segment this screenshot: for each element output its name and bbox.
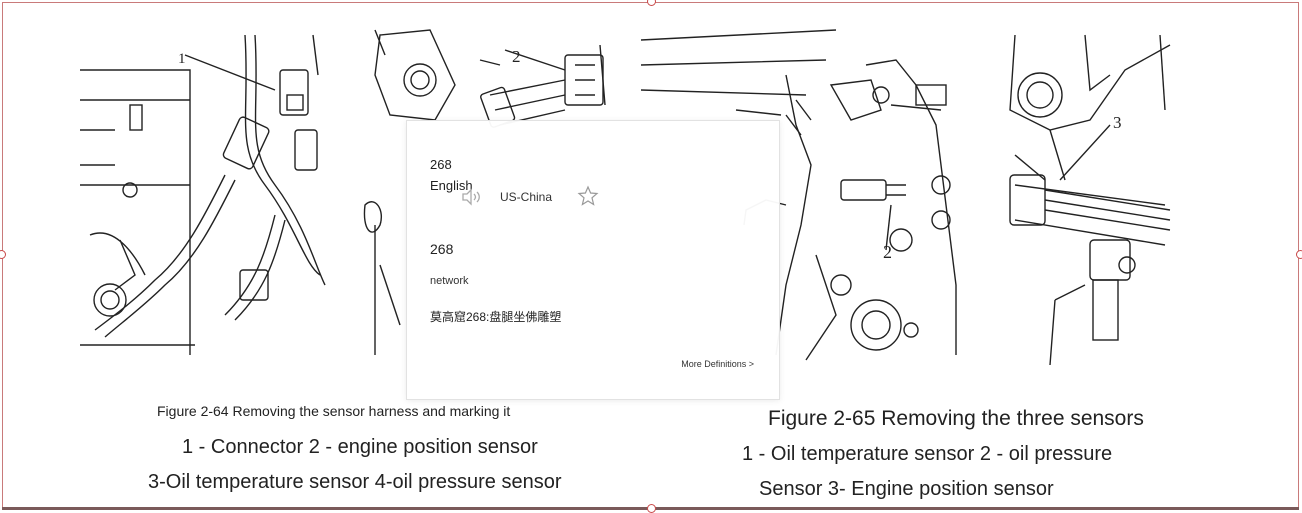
engine-block-illustration: 2 — [636, 25, 966, 370]
resize-handle-left[interactable] — [0, 250, 6, 259]
popup-example: 莫高窟268:盘腿坐佛雕塑 — [430, 310, 562, 324]
figure-2-64-legend-line-2: 3-Oil temperature sensor 4-oil pressure … — [148, 471, 562, 493]
popup-word: 268 — [430, 157, 452, 172]
figure-2-65-legend-line-2: Sensor 3- Engine position sensor — [759, 478, 1054, 500]
resize-handle-top[interactable] — [647, 0, 656, 6]
callout-2: 2 — [512, 47, 521, 66]
callout-2-right: 2 — [883, 242, 892, 262]
dictionary-popup: 268 English US-China 268 network 莫高窟268:… — [406, 120, 780, 400]
popup-term: 268 — [430, 241, 454, 257]
callout-1: 1 — [178, 51, 186, 67]
figure-2-65-caption: Figure 2-65 Removing the three sensors — [768, 407, 1144, 430]
resize-handle-bottom[interactable] — [647, 504, 656, 513]
resize-handle-right[interactable] — [1296, 250, 1302, 259]
speaker-icon[interactable] — [460, 187, 484, 207]
engine-harness-illustration: 1 — [75, 15, 330, 360]
connector-bracket-illustration: 2 — [360, 25, 610, 365]
popup-part-of-speech: network — [430, 275, 469, 287]
popup-language: English — [430, 178, 473, 193]
figure-2-64-legend-line-1: 1 - Connector 2 - engine position sensor — [182, 436, 538, 458]
sensor-mount-illustration: 3 — [995, 30, 1175, 370]
figure-2-65-legend-line-1: 1 - Oil temperature sensor 2 - oil press… — [742, 443, 1113, 465]
callout-3: 3 — [1113, 113, 1122, 132]
star-icon[interactable] — [577, 185, 599, 207]
more-definitions-link[interactable]: More Definitions > — [681, 359, 754, 369]
figure-2-64-caption: Figure 2-64 Removing the sensor harness … — [157, 403, 511, 419]
popup-region: US-China — [500, 190, 553, 204]
